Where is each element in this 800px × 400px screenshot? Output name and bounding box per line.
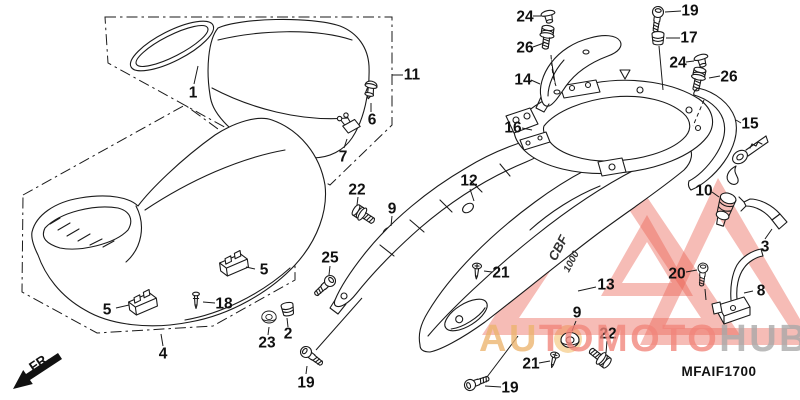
part-label-6: 6 bbox=[368, 112, 377, 129]
lever-3-drawing bbox=[738, 196, 788, 230]
bolt-25-drawing bbox=[311, 272, 339, 300]
grommet-23-drawing bbox=[261, 310, 277, 324]
bolt-19-left-drawing bbox=[297, 343, 326, 369]
part-label-3: 3 bbox=[761, 239, 770, 256]
part-label-24: 24 bbox=[669, 55, 687, 72]
part-label-18: 18 bbox=[215, 296, 233, 313]
part-label-9: 9 bbox=[388, 201, 397, 218]
part-label-26: 26 bbox=[516, 40, 534, 57]
part-label-9: 9 bbox=[573, 305, 582, 322]
part-label-7: 7 bbox=[339, 149, 348, 166]
bolt-22-upper-drawing bbox=[349, 202, 379, 228]
part-leader-line bbox=[390, 215, 393, 227]
diagram-code: MFAIF1700 bbox=[681, 364, 756, 379]
part-label-19: 19 bbox=[501, 380, 519, 397]
part-leader-line bbox=[193, 65, 199, 85]
bolt-26-right-drawing bbox=[688, 65, 708, 93]
part-label-24: 24 bbox=[516, 9, 534, 26]
part-label-19: 19 bbox=[681, 3, 699, 20]
part-label-23: 23 bbox=[258, 335, 276, 352]
part-leader-line bbox=[685, 60, 695, 63]
part-label-17: 17 bbox=[680, 30, 697, 47]
part-leader-line bbox=[743, 290, 754, 294]
part-label-11: 11 bbox=[404, 67, 421, 84]
cap-24-right-drawing bbox=[692, 52, 711, 70]
part-labels-layer: 1116722925518523241912211392221192426141… bbox=[103, 3, 773, 397]
part-leader-line bbox=[267, 326, 270, 336]
part-label-14: 14 bbox=[514, 72, 532, 89]
part-leader-line bbox=[202, 301, 216, 304]
seat-band-drawing bbox=[129, 20, 215, 72]
fr-direction-arrow: FR. bbox=[13, 350, 62, 389]
part-label-15: 15 bbox=[741, 116, 759, 133]
part-leader-line bbox=[735, 119, 742, 124]
part-label-12: 12 bbox=[460, 173, 477, 190]
bracket-8-drawing bbox=[711, 248, 764, 325]
part-leader-line bbox=[530, 79, 541, 85]
part-label-2: 2 bbox=[284, 326, 293, 343]
part-leader-line bbox=[685, 269, 698, 273]
part-label-19: 19 bbox=[297, 375, 315, 392]
part-leader-line bbox=[115, 304, 130, 309]
part-leader-line bbox=[483, 270, 493, 273]
part-label-5: 5 bbox=[260, 262, 269, 279]
lock-set-drawing bbox=[715, 135, 769, 227]
part-label-4: 4 bbox=[159, 346, 168, 363]
fr-arrow-icon bbox=[13, 353, 62, 389]
handle-14-drawing bbox=[535, 35, 622, 113]
part-leader-line bbox=[605, 340, 608, 354]
part-leader-line bbox=[577, 286, 597, 292]
part-leader-line bbox=[538, 360, 551, 364]
part-leader-line bbox=[532, 42, 545, 48]
part-leader-line bbox=[160, 333, 164, 347]
part-leader-line bbox=[469, 188, 475, 202]
part-label-21: 21 bbox=[522, 356, 540, 373]
part-label-21: 21 bbox=[492, 265, 510, 282]
line-art bbox=[21, 5, 788, 393]
grab-rail-drawing bbox=[505, 69, 714, 177]
watermark-text: AUTOMOTOHUB bbox=[479, 318, 800, 360]
grommet-17-drawing bbox=[651, 31, 665, 46]
part-leader-line bbox=[521, 127, 533, 131]
part-leader-line bbox=[708, 75, 721, 79]
watermark-triangle-medium bbox=[601, 215, 693, 296]
part-label-26: 26 bbox=[720, 69, 738, 86]
part-leader-line bbox=[356, 196, 359, 206]
part-leader-line bbox=[664, 10, 682, 13]
part-label-13: 13 bbox=[597, 277, 615, 294]
part-label-22: 22 bbox=[348, 182, 365, 199]
part-leader-line bbox=[305, 365, 308, 375]
pillion-seat-boundary-box bbox=[104, 16, 393, 186]
bolt-19-middle-drawing bbox=[462, 372, 492, 393]
part-leader-line bbox=[571, 320, 577, 332]
fr-label: FR. bbox=[26, 350, 52, 375]
rider-seat-drawing bbox=[31, 117, 327, 327]
part-leader-line bbox=[764, 228, 773, 240]
bolt-19-top-drawing bbox=[649, 5, 665, 34]
part-label-5: 5 bbox=[103, 302, 112, 319]
part-leader-line bbox=[286, 317, 289, 328]
part-leader-line bbox=[711, 191, 720, 198]
part-label-8: 8 bbox=[757, 283, 766, 300]
part-leader-line bbox=[328, 265, 331, 276]
rider-seat-boundary-box bbox=[21, 104, 296, 334]
part-leader-line bbox=[343, 138, 348, 149]
cap-24-left-drawing bbox=[539, 8, 558, 25]
part-label-16: 16 bbox=[504, 120, 522, 137]
part-label-10: 10 bbox=[695, 183, 712, 200]
bolt-26-left-drawing bbox=[537, 24, 556, 51]
part-label-1: 1 bbox=[189, 85, 198, 102]
clip-7-drawing bbox=[336, 112, 361, 134]
part-label-20: 20 bbox=[668, 266, 685, 283]
part-leader-line bbox=[484, 385, 502, 388]
grommet-2-drawing bbox=[280, 301, 296, 318]
part-leader-line bbox=[245, 266, 256, 270]
part-label-22: 22 bbox=[599, 326, 616, 343]
part-label-25: 25 bbox=[321, 250, 339, 267]
